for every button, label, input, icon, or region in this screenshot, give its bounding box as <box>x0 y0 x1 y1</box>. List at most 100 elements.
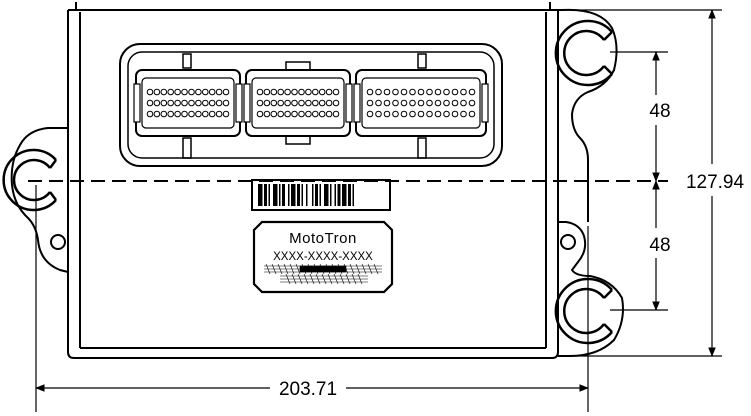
connector-pin <box>298 88 305 96</box>
connector-pin <box>277 99 285 107</box>
connector-blocks <box>133 69 489 137</box>
connector-pin <box>284 88 291 96</box>
barcode-bar <box>337 184 341 206</box>
connector-pin <box>284 110 291 118</box>
connector-pin <box>174 99 181 107</box>
barcode-bar <box>291 184 296 206</box>
connector-key <box>481 83 489 123</box>
connector-pin <box>153 88 161 96</box>
connector-pin <box>451 99 459 107</box>
connector-pin <box>392 99 399 107</box>
connector-pin <box>208 110 216 118</box>
connector-pin <box>400 88 408 96</box>
connector-pin <box>181 88 188 96</box>
connector-pin <box>443 88 450 96</box>
dim-overall-width: 203.71 <box>279 379 337 400</box>
connector-pin <box>305 110 312 118</box>
connector-pin <box>146 88 154 96</box>
connector-pin <box>222 88 230 96</box>
connector-pin <box>451 110 459 118</box>
connector-pin <box>443 99 450 107</box>
connector-socket-1 <box>141 77 235 129</box>
connector-pin <box>291 110 298 118</box>
connector-pin <box>256 110 264 118</box>
connector-pin <box>400 110 408 118</box>
connector-pin <box>174 88 181 96</box>
connector-pin <box>270 88 278 96</box>
barcode-bar <box>324 184 329 206</box>
connector-pin <box>167 99 174 107</box>
connector-pin <box>383 110 391 118</box>
connector-pin <box>417 110 425 118</box>
connector-pin <box>202 110 209 118</box>
connector-pin <box>318 88 326 96</box>
barcode-bar <box>319 184 321 206</box>
connector-pin <box>325 110 333 118</box>
connector-pin <box>383 99 391 107</box>
connector-pin <box>181 99 188 107</box>
connector-pin <box>468 88 476 96</box>
hole-right <box>560 234 576 250</box>
connector-pin <box>305 88 312 96</box>
connector-pin <box>426 99 433 107</box>
connector-pin <box>188 99 195 107</box>
barcode <box>251 179 391 211</box>
connector-pin <box>153 99 161 107</box>
barcode-bar <box>315 184 318 206</box>
connector-key <box>133 83 141 123</box>
connector-key <box>345 83 353 123</box>
connector-pin <box>460 99 467 107</box>
connector-pin <box>167 88 174 96</box>
connector-pin <box>174 110 181 118</box>
connector-pin <box>222 110 230 118</box>
connector-pin <box>222 99 230 107</box>
barcode-bar <box>288 184 290 206</box>
hole-left <box>50 234 66 250</box>
connector-key <box>353 83 361 123</box>
connector-pin <box>312 110 319 118</box>
connector-pin <box>270 110 278 118</box>
connector-pin <box>312 99 319 107</box>
connector-pin <box>434 110 442 118</box>
connector-pin <box>443 110 450 118</box>
connector-pin <box>208 99 216 107</box>
barcode-bar <box>268 184 270 206</box>
connector-pin <box>332 110 340 118</box>
part-number: XXXX-XXXX-XXXX <box>273 251 373 263</box>
connector-pin <box>195 88 202 96</box>
barcode-bar <box>334 184 336 206</box>
connector-pin <box>181 110 188 118</box>
dimension-labels: 48 48 127.94 203.71 <box>279 101 745 400</box>
connector-pin <box>392 88 399 96</box>
connector-pin <box>208 88 216 96</box>
connector-pin <box>215 99 223 107</box>
barcode-bar <box>273 184 278 206</box>
connector-pin <box>468 110 476 118</box>
brand-name: MotoTron <box>289 230 357 247</box>
barcode-bar <box>348 184 351 206</box>
connector-pin <box>332 88 340 96</box>
connector-key <box>243 83 251 123</box>
connector-pin <box>298 99 305 107</box>
connector-pin <box>417 88 425 96</box>
connector-pin <box>284 99 291 107</box>
connector-pin <box>256 99 264 107</box>
barcode-bar <box>330 184 332 206</box>
connector-pin <box>270 99 278 107</box>
barcode-bar <box>301 184 303 206</box>
connector-pin <box>277 88 285 96</box>
connector-pin <box>263 110 271 118</box>
connector-pin <box>383 88 391 96</box>
mounting-holes <box>50 234 576 250</box>
connector-pin <box>188 110 195 118</box>
connector-pin <box>366 99 374 107</box>
label-plate: MotoTron XXXX-XXXX-XXXX <box>252 220 394 294</box>
barcode-bar <box>306 184 308 206</box>
connector-pin <box>392 110 399 118</box>
connector-pin <box>202 99 209 107</box>
dim-upper-spacing: 48 <box>649 101 670 122</box>
dim-overall-height: 127.94 <box>686 172 745 193</box>
connector-pin <box>291 99 298 107</box>
barcode-bar <box>282 184 285 206</box>
connector-pin <box>146 110 154 118</box>
